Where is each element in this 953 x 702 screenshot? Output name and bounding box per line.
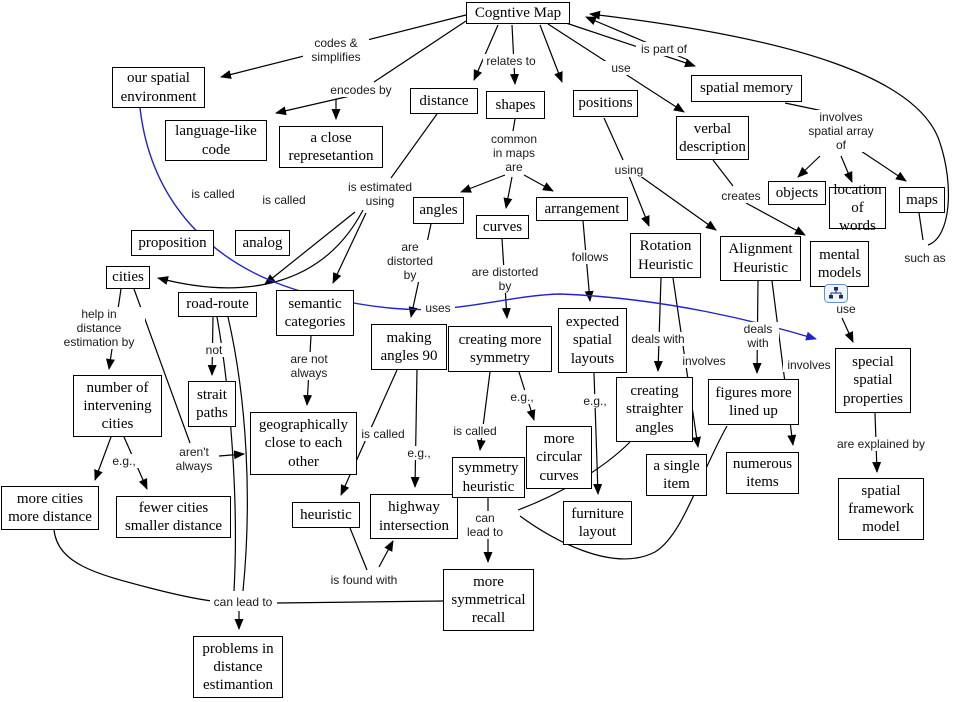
edge-label-involves-2: involves <box>783 358 835 373</box>
node-problems-in-distance[interactable]: problems in distance estimantion <box>193 636 283 698</box>
edge-label-help-in-distance: help in distance estimation by <box>53 307 145 350</box>
node-semantic-categories[interactable]: semantic categories <box>276 290 354 336</box>
node-language-like-code[interactable]: language-like code <box>165 120 267 161</box>
node-mental-models[interactable]: mental models <box>810 241 869 287</box>
edge-label-follows: follows <box>567 250 613 265</box>
edge-label-relates-to: relates to <box>483 54 539 69</box>
edge-label-is-found-with: is found with <box>327 573 401 588</box>
node-road-route[interactable]: road-route <box>178 292 257 317</box>
node-spatial-memory[interactable]: spatial memory <box>691 75 802 102</box>
edge-label-involves-1: involves <box>678 354 730 369</box>
edge-label-is-part-of: is part of <box>636 42 692 57</box>
node-positions[interactable]: positions <box>573 90 638 117</box>
node-geographically-close[interactable]: geographically close to each other <box>250 412 357 475</box>
node-spatial-framework-model[interactable]: spatial framework model <box>838 478 924 540</box>
node-figures-more-lined-up[interactable]: figures more lined up <box>708 379 799 425</box>
edge-label-encodes-by: encodes by <box>326 83 396 98</box>
edge-label-are-distorted-by-1: are distorted by <box>382 240 438 283</box>
edge-label-can-lead-to-1: can lead to <box>461 511 509 540</box>
node-creating-straighter-angles[interactable]: creating straighter angles <box>616 377 693 442</box>
node-more-cities-more-distance[interactable]: more cities more distance <box>1 486 99 530</box>
node-cities[interactable]: cities <box>106 266 150 289</box>
node-maps[interactable]: maps <box>899 187 945 213</box>
node-angles[interactable]: angles <box>413 197 464 224</box>
node-creating-more-symmetry[interactable]: creating more symmetry <box>448 326 552 372</box>
node-numerous-items[interactable]: numerous items <box>726 452 799 494</box>
edge-label-eg-2: e.g., <box>402 446 436 461</box>
node-highway-intersection[interactable]: highway intersection <box>370 494 458 539</box>
node-distance[interactable]: distance <box>410 88 478 114</box>
hierarchy-icon[interactable] <box>824 284 848 303</box>
node-strait-paths[interactable]: strait paths <box>188 381 236 427</box>
node-arrangement[interactable]: arrangement <box>536 197 628 221</box>
edge-label-not: not <box>200 343 228 358</box>
node-more-circular-curves[interactable]: more circular curves <box>526 426 592 489</box>
node-fewer-cities-smaller-distance[interactable]: fewer cities smaller distance <box>116 496 231 538</box>
node-expected-spatial-layouts[interactable]: expected spatial layouts <box>558 308 627 373</box>
edge-label-involves-spatial-array: involves spatial array of <box>803 110 879 153</box>
edge-label-is-called-1: is called <box>187 187 239 202</box>
edge-label-are-not-always: are not always <box>283 352 335 381</box>
node-location-of-words[interactable]: location of words <box>829 182 886 234</box>
edge-label-is-called-3: is called <box>357 427 409 442</box>
edge-label-is-called-2: is called <box>258 193 310 208</box>
edge-label-can-lead-to-2: can lead to <box>210 595 276 610</box>
node-proposition[interactable]: proposition <box>131 230 214 256</box>
edge-label-eg-3: e.g., <box>505 390 539 405</box>
edge-label-deals-with-2: deals with <box>737 322 779 351</box>
node-alignment-heuristic[interactable]: Alignment Heuristic <box>720 236 801 281</box>
node-our-spatial-environment[interactable]: our spatial environment <box>112 67 205 108</box>
node-heuristic[interactable]: heuristic <box>292 502 360 528</box>
node-shapes[interactable]: shapes <box>486 91 545 119</box>
node-special-spatial-properties[interactable]: special spatial properties <box>835 348 911 413</box>
node-making-angles-90[interactable]: making angles 90 <box>371 324 447 370</box>
edge-label-creates: creates <box>716 189 766 204</box>
node-curves[interactable]: curves <box>476 215 529 239</box>
node-symmetry-heuristic[interactable]: symmetry heuristic <box>452 457 525 498</box>
node-analog[interactable]: analog <box>235 230 290 256</box>
node-furniture-layout[interactable]: furniture layout <box>563 501 632 545</box>
node-cognitive-map[interactable]: Cogntive Map <box>466 2 570 24</box>
edge-label-such-as: such as <box>899 251 951 266</box>
edge-label-using: using <box>610 163 648 178</box>
node-more-symmetrical-recall[interactable]: more symmetrical recall <box>443 569 534 631</box>
node-objects[interactable]: objects <box>768 181 826 205</box>
edge-label-eg-4: e.g., <box>578 394 612 409</box>
node-verbal-description[interactable]: verbal description <box>676 116 749 160</box>
edge-label-uses: uses <box>421 301 455 316</box>
edge-label-deals-with-1: deals with <box>627 332 689 347</box>
edge-label-common-in-maps-are: common in maps are <box>486 132 542 175</box>
edge-label-are-explained-by: are explained by <box>833 437 929 452</box>
node-a-close-represetantion[interactable]: a close represetantion <box>279 126 383 168</box>
edge-label-eg-1: e.g., <box>107 454 141 469</box>
edge-label-use-mental: use <box>831 302 861 317</box>
edge-label-is-estimated-using: is estimated using <box>342 180 418 209</box>
node-number-of-intervening-cities[interactable]: number of intervening cities <box>73 375 162 437</box>
node-rotation-heuristic[interactable]: Rotation Heuristic <box>630 233 701 278</box>
edge-label-use-top: use <box>604 61 638 76</box>
edge-label-are-distorted-by-2: are distorted by <box>466 265 544 294</box>
edge-label-arent-always: aren't always <box>170 445 218 474</box>
node-a-single-item[interactable]: a single item <box>646 454 707 496</box>
edge-label-codes-simplifies: codes & simplifies <box>303 36 369 65</box>
edge-label-is-called-4: is called <box>449 424 501 439</box>
